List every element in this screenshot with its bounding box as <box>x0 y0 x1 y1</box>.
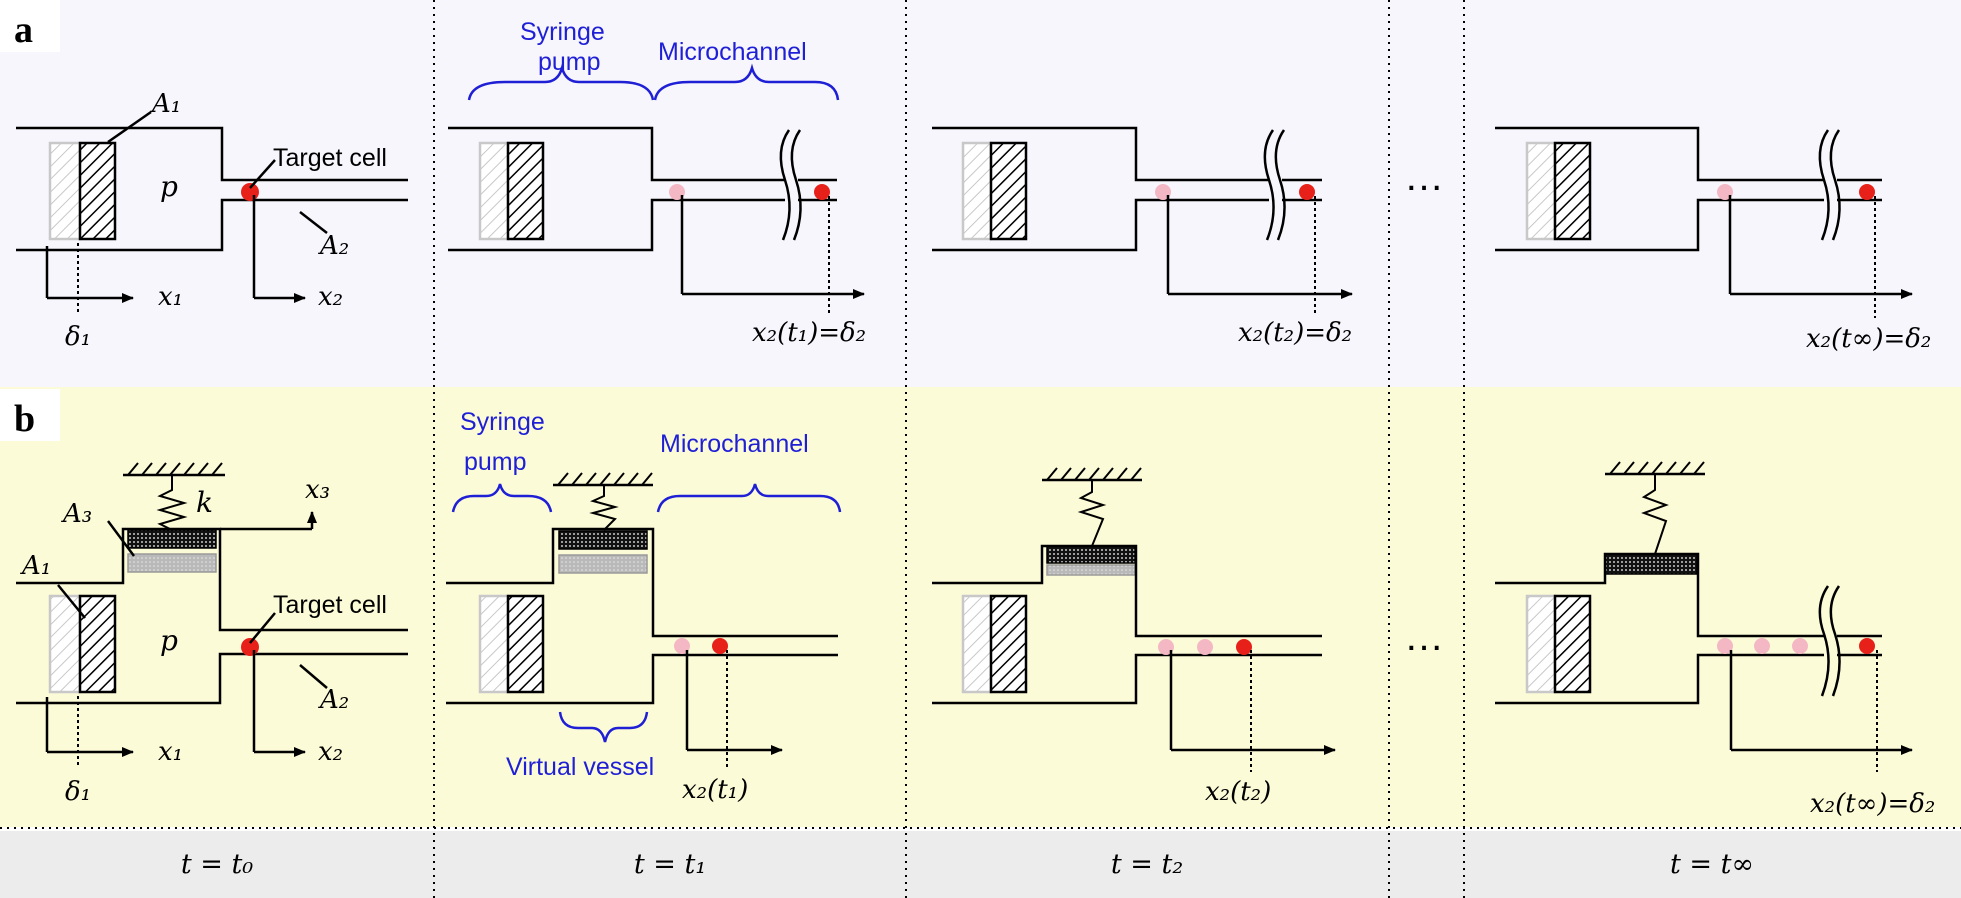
label-virtual-vessel: Virtual vessel <box>506 753 654 781</box>
label-a-t1: x₂(t₁)=δ₂ <box>752 318 866 348</box>
label-syringe-pump-1: Syringe <box>520 18 605 46</box>
label-microchannel-b: Microchannel <box>660 430 809 458</box>
label-x1: x₁ <box>158 282 183 312</box>
label-syringe-pump-2: pump <box>538 48 601 76</box>
time-label-t1: t = t₁ <box>634 849 706 880</box>
label-syringe-pump-1-b: Syringe <box>460 408 545 436</box>
label-A1: A₁ <box>150 89 181 119</box>
label-x2: x₂ <box>318 282 343 312</box>
label-b-t2: x₂(t₂) <box>1205 777 1271 807</box>
time-label-t2: t = t₂ <box>1111 849 1183 880</box>
label-syringe-pump-2-b: pump <box>464 448 527 476</box>
time-label-tinf: t = t∞ <box>1670 849 1754 880</box>
label-A2-b: A₂ <box>318 685 349 715</box>
label-b-tinf: x₂(t∞)=δ₂ <box>1810 789 1935 819</box>
label-a-tinf: x₂(t∞)=δ₂ <box>1806 324 1931 354</box>
panel-b-t0: A₃ A₁ k x₃ p Target cell A₂ x₁ x₂ δ₁ <box>16 462 408 807</box>
time-label-t0: t = t₀ <box>181 849 253 880</box>
label-x1-b: x₁ <box>158 737 183 767</box>
label-b-t1: x₂(t₁) <box>682 775 748 805</box>
time-row-background <box>0 831 1961 898</box>
panel-b-tinf: x₂(t∞)=δ₂ <box>1495 461 1935 819</box>
panel-a-t0: A₁ A₂ p Target cell x₁ x₂ δ₁ <box>16 89 408 352</box>
panel-a-tinf: x₂(t∞)=δ₂ <box>1495 126 1931 354</box>
time-row: t = t₀ t = t₁ t = t₂ t = t∞ <box>181 849 1754 880</box>
panel-b-t2: x₂(t₂) <box>932 467 1336 807</box>
ellipsis-b: … <box>1404 615 1444 659</box>
label-A3: A₃ <box>61 499 92 529</box>
label-a-t2: x₂(t₂)=δ₂ <box>1238 318 1352 348</box>
label-target-cell: Target cell <box>273 144 387 172</box>
panel-a-t1: Syringe pump Microchannel x₂(t₁)=δ₂ <box>448 18 866 348</box>
label-pressure: p <box>160 170 178 203</box>
panel-b-t1: Syringe pump Microchannel Virtual vessel… <box>446 408 842 805</box>
label-delta1-b: δ₁ <box>65 777 91 807</box>
label-x3: x₃ <box>305 475 330 505</box>
panel-label-a: a <box>14 9 33 51</box>
panel-a-t2: x₂(t₂)=δ₂ <box>932 126 1353 348</box>
label-A1-b: A₁ <box>20 551 51 581</box>
label-microchannel: Microchannel <box>658 38 807 66</box>
target-cell <box>241 183 259 201</box>
label-x2-b: x₂ <box>318 737 343 767</box>
ellipsis-a: … <box>1404 155 1444 199</box>
label-target-cell-b: Target cell <box>273 591 387 619</box>
label-A2: A₂ <box>318 231 349 261</box>
label-k: k <box>196 486 213 519</box>
label-delta1: δ₁ <box>65 322 91 352</box>
panel-label-b: b <box>14 398 35 440</box>
label-pressure-b: p <box>160 624 178 657</box>
